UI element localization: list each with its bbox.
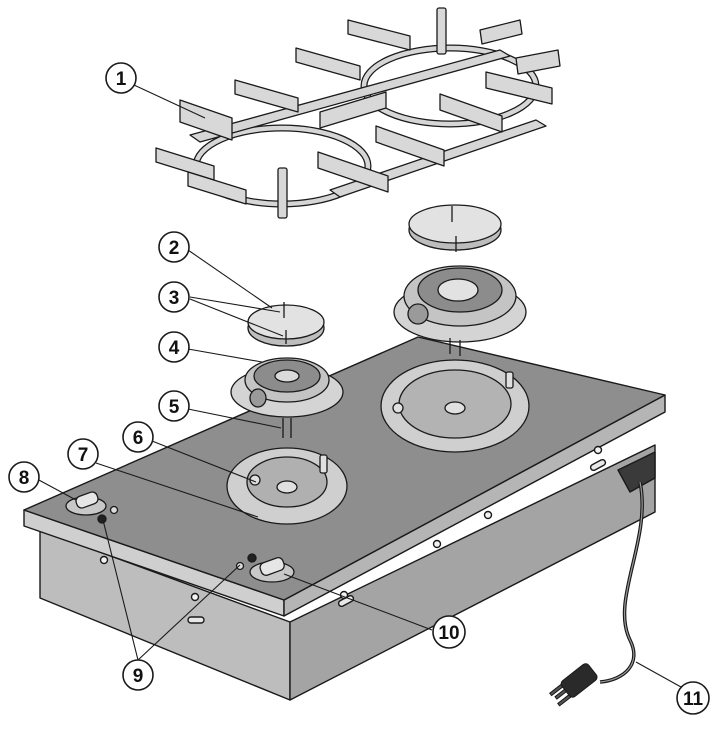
burner-base-large bbox=[380, 359, 530, 453]
small-burner-cap bbox=[247, 302, 325, 347]
rivet bbox=[99, 555, 109, 565]
leader-9b bbox=[137, 564, 241, 661]
small-head-nozzle bbox=[249, 388, 267, 408]
leader-5 bbox=[187, 408, 282, 429]
callout-6-label: 6 bbox=[133, 428, 144, 449]
grate-finger bbox=[439, 93, 503, 133]
burner-base-small bbox=[226, 447, 348, 525]
leader-1 bbox=[133, 84, 206, 119]
grate-finger bbox=[485, 71, 553, 105]
callout-3: 3 bbox=[158, 281, 190, 313]
power-cord bbox=[549, 481, 644, 707]
callouts: 1 2 3 4 5 6 7 8 bbox=[8, 62, 710, 715]
grate-finger bbox=[187, 171, 247, 205]
igniter-post bbox=[319, 454, 328, 474]
leader-10 bbox=[283, 573, 433, 631]
callout-10: 10 bbox=[432, 615, 466, 649]
callout-9: 9 bbox=[122, 659, 154, 691]
indicator-ring bbox=[235, 561, 245, 571]
large-base-hub bbox=[444, 401, 466, 415]
callout-1-label: 1 bbox=[116, 69, 127, 90]
grate-finger bbox=[179, 99, 233, 141]
indicator-ring bbox=[109, 505, 119, 515]
callout-2: 2 bbox=[158, 231, 190, 263]
large-head-hub bbox=[437, 278, 479, 302]
callout-2-label: 2 bbox=[169, 238, 180, 259]
leader-3a bbox=[189, 296, 281, 313]
grate-finger bbox=[375, 125, 445, 167]
cord-line-highlight bbox=[599, 481, 643, 683]
callout-7-label: 7 bbox=[78, 445, 89, 466]
rivet bbox=[432, 539, 442, 549]
grate-finger bbox=[317, 151, 389, 193]
rivet bbox=[483, 510, 493, 520]
leader-3b bbox=[189, 298, 284, 337]
callout-5-label: 5 bbox=[169, 397, 180, 418]
callout-7: 7 bbox=[67, 438, 99, 470]
callout-8-label: 8 bbox=[19, 468, 30, 489]
large-burner-cap bbox=[408, 204, 502, 252]
power-box bbox=[617, 451, 656, 493]
callout-4-label: 4 bbox=[169, 338, 180, 359]
thermocouple-post bbox=[392, 402, 404, 414]
large-burner-head bbox=[393, 265, 527, 356]
rivet bbox=[190, 592, 200, 602]
leader-4 bbox=[187, 348, 263, 363]
control-knobs bbox=[65, 491, 295, 583]
small-head-hub bbox=[274, 369, 300, 383]
vent-slot bbox=[187, 616, 205, 624]
grate-post bbox=[436, 7, 447, 55]
callout-1: 1 bbox=[105, 62, 137, 94]
pan-support-grate bbox=[155, 7, 561, 219]
left-knob-icon bbox=[75, 491, 99, 509]
vent-slot bbox=[589, 458, 607, 472]
large-head-nozzle bbox=[407, 303, 429, 325]
grate-finger bbox=[479, 19, 523, 45]
small-base-hub bbox=[276, 480, 298, 494]
right-knob-icon bbox=[259, 557, 285, 576]
grate-bar bbox=[189, 49, 511, 143]
leader-7 bbox=[95, 462, 259, 518]
callout-11-label: 11 bbox=[683, 689, 704, 710]
callout-6: 6 bbox=[122, 421, 154, 453]
igniter-post bbox=[505, 371, 514, 389]
small-burner-head bbox=[230, 357, 344, 438]
callout-10-label: 10 bbox=[438, 623, 459, 644]
leader-8 bbox=[36, 478, 77, 501]
leader-6 bbox=[151, 440, 257, 483]
grate-finger bbox=[347, 19, 411, 51]
callout-4: 4 bbox=[158, 331, 190, 363]
leader-2 bbox=[187, 249, 273, 309]
grate-finger bbox=[319, 91, 387, 129]
indicator-dot bbox=[247, 553, 257, 563]
callout-9-label: 9 bbox=[133, 666, 144, 687]
plug-icon bbox=[549, 663, 598, 707]
callout-5: 5 bbox=[158, 390, 190, 422]
leader-lines bbox=[36, 84, 691, 693]
large-cap-top bbox=[408, 204, 502, 244]
cooktop-body bbox=[23, 336, 666, 701]
housing-side bbox=[289, 444, 656, 701]
callout-11: 11 bbox=[676, 681, 710, 715]
rivet bbox=[593, 445, 603, 455]
leader-9a bbox=[102, 519, 139, 661]
grate-finger bbox=[515, 49, 561, 75]
grate-finger bbox=[234, 79, 299, 113]
grate-finger bbox=[295, 47, 361, 81]
grate-post bbox=[277, 167, 288, 219]
callout-8: 8 bbox=[8, 461, 40, 493]
indicator-dot bbox=[97, 514, 107, 524]
callout-3-label: 3 bbox=[169, 288, 180, 309]
